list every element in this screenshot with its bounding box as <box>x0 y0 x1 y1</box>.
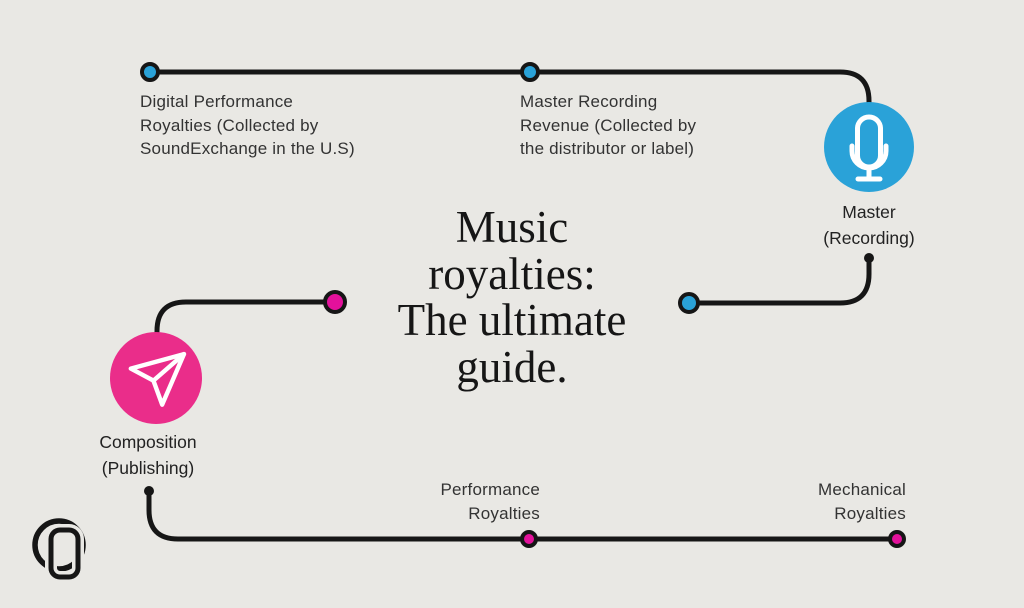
composition-node <box>110 332 202 424</box>
digital-performance-line3: SoundExchange in the U.S) <box>140 139 355 158</box>
performance-royalties-label: Performance Royalties <box>340 478 540 525</box>
mechanical-royalties-label: Mechanical Royalties <box>706 478 906 525</box>
master-label-line2: (Recording) <box>823 228 915 248</box>
endpoint-dot-composition <box>144 486 154 496</box>
mechanical-line2: Royalties <box>834 503 906 523</box>
composition-node-label: Composition (Publishing) <box>58 429 238 481</box>
digital-performance-line2: Royalties (Collected by <box>140 115 319 135</box>
dot-pink-mid <box>323 290 347 314</box>
master-label-line1: Master <box>842 202 896 222</box>
dot-digital-performance <box>140 62 160 82</box>
connector-master-to-blue-dot <box>686 255 872 306</box>
page-title: Music royalties: The ultimate guide. <box>0 204 1024 390</box>
connector-bottom-line <box>146 488 900 542</box>
endpoint-dot-master <box>864 253 874 263</box>
master-node-circle <box>824 102 914 192</box>
connector-top-line <box>147 69 872 106</box>
paper-plane-icon <box>128 351 187 407</box>
master-node <box>824 102 914 192</box>
master-revenue-label: Master Recording Revenue (Collected by t… <box>520 90 696 161</box>
title-line1: Music <box>455 202 569 252</box>
microphone-icon <box>849 114 889 182</box>
title-line2: royalties: <box>428 248 596 299</box>
composition-label-line1: Composition <box>99 432 197 452</box>
brand-logo <box>32 518 86 583</box>
master-node-label: Master (Recording) <box>779 199 959 251</box>
performance-line2: Royalties <box>468 503 540 523</box>
dot-blue-mid <box>678 292 700 314</box>
composition-label-line2: (Publishing) <box>101 458 195 478</box>
dot-mechanical-royalties <box>888 530 906 548</box>
digital-performance-line1: Digital Performance <box>140 92 294 111</box>
performance-line1: Performance <box>440 480 540 499</box>
master-revenue-line2: Revenue (Collected by <box>520 115 697 135</box>
digital-performance-label: Digital Performance Royalties (Collected… <box>140 90 355 161</box>
dot-performance-royalties <box>520 530 538 548</box>
dot-master-revenue <box>520 62 540 82</box>
connector-pink-dot-to-composition <box>154 299 338 336</box>
master-revenue-line3: the distributor or label) <box>520 139 695 158</box>
title-line4: guide. <box>456 341 568 392</box>
title-line3: The ultimate <box>397 295 627 345</box>
mechanical-line1: Mechanical <box>818 480 906 499</box>
master-revenue-line1: Master Recording <box>520 92 658 111</box>
